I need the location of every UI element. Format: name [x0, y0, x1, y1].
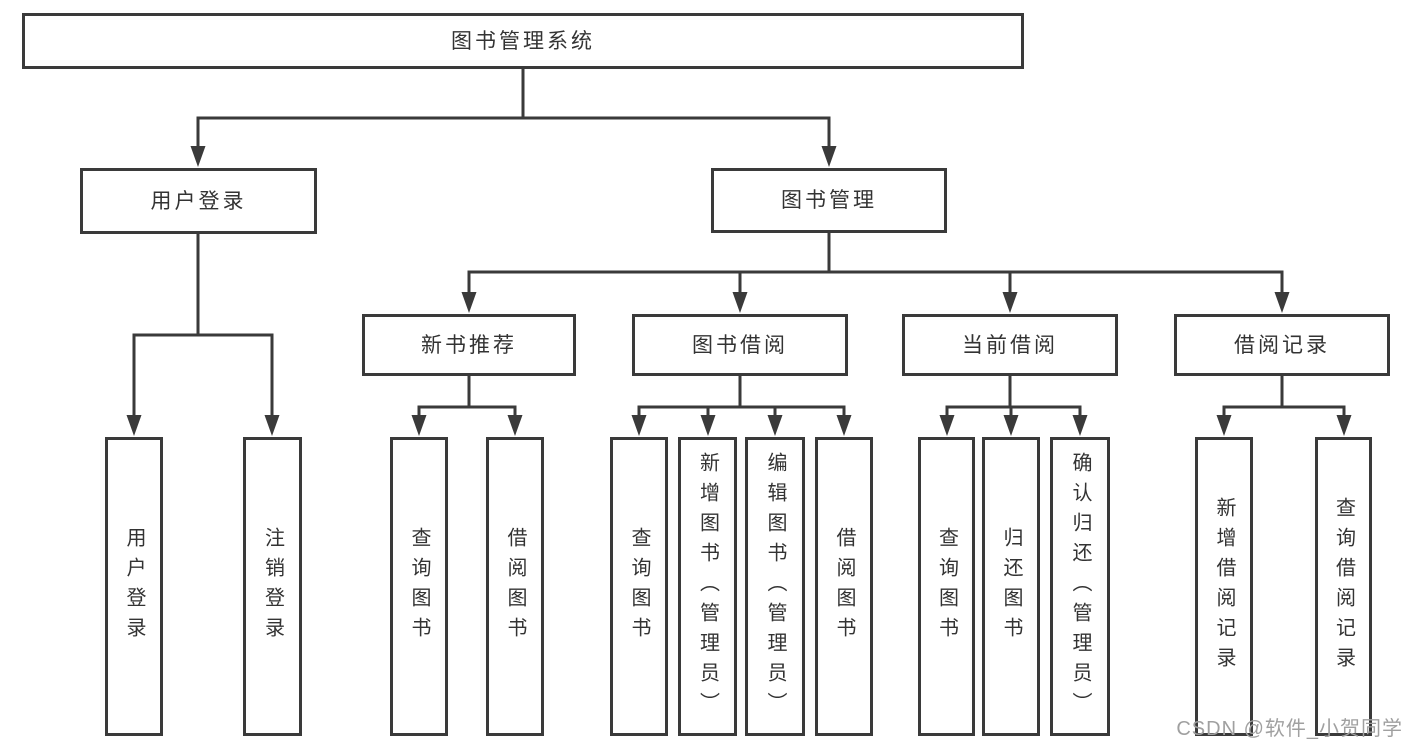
leaf-query-books-recommend: 查询图书	[390, 437, 448, 736]
leaf-add-books-admin: 新增图书（管理员）	[678, 437, 737, 736]
leaf-borrow-books-recommend: 借阅图书	[486, 437, 544, 736]
leaf-query-books-borrow: 查询图书	[610, 437, 668, 736]
connector-borrow-records-to-leaves	[1222, 376, 1346, 419]
node-user-login: 用户登录	[80, 168, 317, 234]
connector-user-login-to-leaves	[132, 234, 274, 419]
arrowheads-user-login-leaves	[126, 415, 280, 436]
leaf-user-login: 用户登录	[105, 437, 163, 736]
node-book-borrow: 图书借阅	[632, 314, 848, 376]
watermark: CSDN @软件_小贺同学	[1176, 718, 1403, 740]
connector-current-borrow-to-leaves	[945, 376, 1082, 419]
node-library-management-system: 图书管理系统	[22, 13, 1024, 69]
arrowheads-level3	[461, 292, 1290, 313]
node-borrow-records: 借阅记录	[1174, 314, 1390, 376]
arrowheads-level2	[190, 146, 837, 167]
leaf-query-borrow-record: 查询借阅记录	[1315, 437, 1372, 736]
connector-book-management-to-level3	[467, 233, 1284, 296]
arrowheads-borrow-records-leaves	[1216, 415, 1352, 436]
arrowheads-new-book-recommend-leaves	[411, 415, 523, 436]
leaf-edit-books-admin: 编辑图书（管理员）	[745, 437, 805, 736]
leaf-confirm-return-admin: 确认归还（管理员）	[1050, 437, 1110, 736]
connector-new-book-recommend-to-leaves	[417, 376, 517, 419]
connector-root-to-level2	[196, 69, 831, 150]
node-book-management: 图书管理	[711, 168, 947, 233]
arrowheads-current-borrow-leaves	[939, 415, 1088, 436]
leaf-return-books: 归还图书	[982, 437, 1040, 736]
leaf-borrow-books: 借阅图书	[815, 437, 873, 736]
leaf-add-borrow-record: 新增借阅记录	[1195, 437, 1253, 736]
node-new-book-recommend: 新书推荐	[362, 314, 576, 376]
connector-book-borrow-to-leaves	[637, 376, 846, 419]
leaf-logout: 注销登录	[243, 437, 302, 736]
node-current-borrow: 当前借阅	[902, 314, 1118, 376]
arrowheads-book-borrow-leaves	[631, 415, 852, 436]
leaf-query-books-current: 查询图书	[918, 437, 975, 736]
